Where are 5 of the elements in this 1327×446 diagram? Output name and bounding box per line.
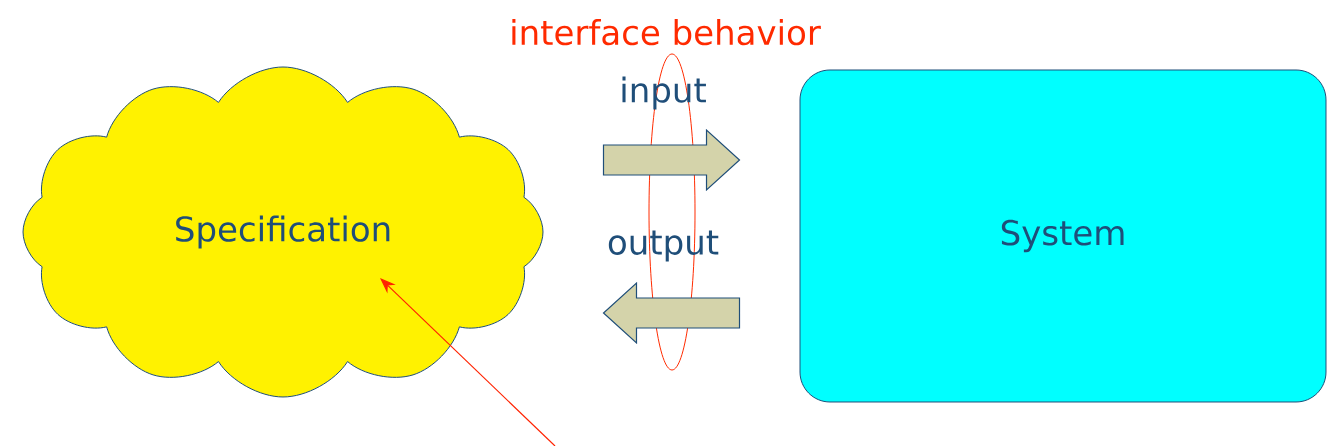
leader-arrow [380,278,556,446]
heading: interface behavior [512,19,821,46]
system-box: System [799,69,1327,403]
block-arrow [602,128,741,192]
block-arrow [602,281,741,345]
